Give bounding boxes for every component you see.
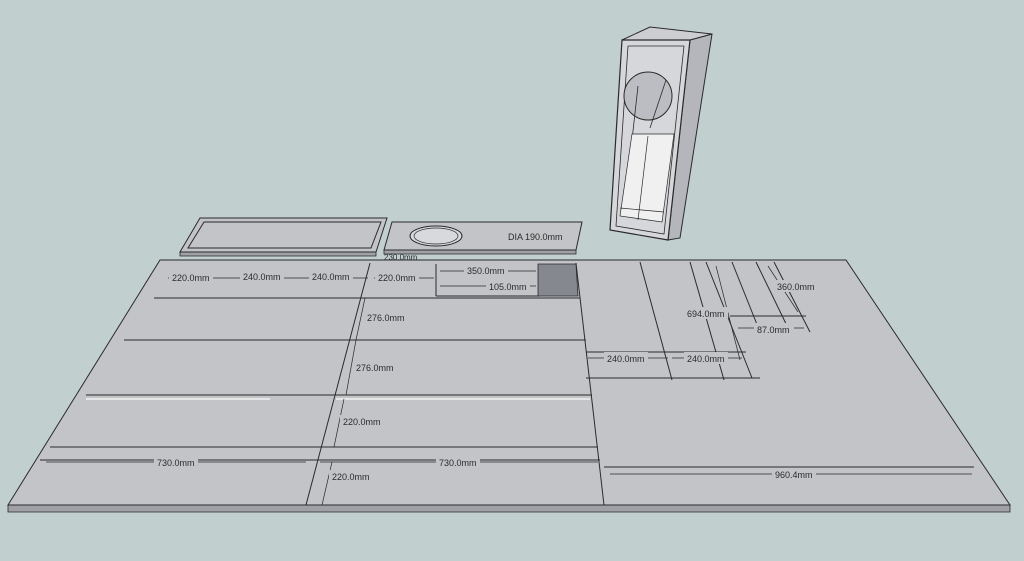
dim-label: 276.0mm — [367, 313, 405, 323]
dim-label: 730.0mm — [439, 458, 477, 468]
cut-line — [755, 261, 791, 333]
dim-label: 220.0mm — [343, 417, 381, 427]
cut-line — [305, 262, 371, 506]
dimension-labels: 220.0mm 240.0mm 240.0mm 220.0mm 350.0mm … — [154, 230, 818, 482]
dim-label: 730.0mm — [157, 458, 195, 468]
cut-line — [773, 261, 811, 333]
speaker-cabinet[interactable] — [609, 26, 713, 241]
cabinet-top — [621, 26, 713, 41]
dim-label: 240.0mm — [312, 272, 350, 282]
vent-cutout — [537, 263, 579, 297]
dim-label: 360.0mm — [777, 282, 815, 292]
dim-label: 220.0mm — [378, 273, 416, 283]
driver-cutout — [623, 71, 673, 121]
dim-label: 220.0mm — [172, 273, 210, 283]
dim-label: 350.0mm — [467, 266, 505, 276]
cut-lines — [40, 261, 974, 506]
dim-label: DIA 190.0mm — [508, 232, 563, 242]
small-panel-left[interactable] — [179, 217, 388, 257]
sheet-thickness — [7, 504, 1011, 513]
driver-hole — [409, 225, 463, 247]
dim-label: 694.0mm — [687, 309, 725, 319]
baffle-panel[interactable] — [383, 221, 583, 255]
dim-label: 220.0mm — [332, 472, 370, 482]
dim-label: 105.0mm — [489, 282, 527, 292]
dim-label: 87.0mm — [757, 325, 790, 335]
dim-label: 960.4mm — [775, 470, 813, 480]
dim-label: 230.0mm — [384, 253, 418, 262]
dim-label: 276.0mm — [356, 363, 394, 373]
dim-label: 240.0mm — [243, 272, 281, 282]
dim-label: 240.0mm — [607, 354, 645, 364]
cut-line — [731, 261, 761, 333]
cut-line — [639, 261, 673, 381]
sheet-top — [7, 259, 1011, 506]
cut-line — [705, 261, 753, 379]
dim-label: 240.0mm — [687, 354, 725, 364]
plywood-sheet[interactable] — [7, 259, 1011, 513]
cut-line — [575, 262, 605, 506]
